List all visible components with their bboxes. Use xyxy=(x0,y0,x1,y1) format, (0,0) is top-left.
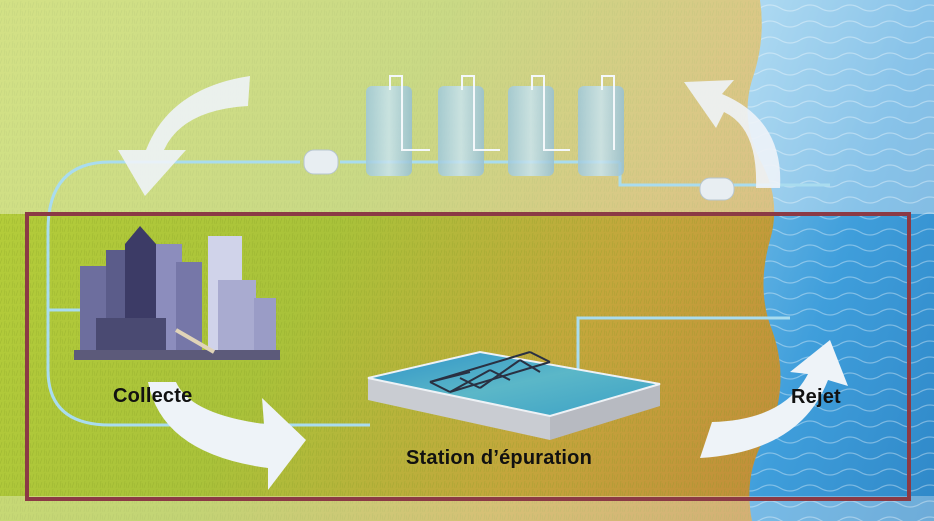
pipe-connector xyxy=(303,149,735,201)
arrow-collect-to-station xyxy=(148,382,306,490)
arrow-upper-right xyxy=(684,80,781,188)
collect-label: Collecte xyxy=(113,385,193,407)
city-buildings xyxy=(74,226,280,360)
storage-tanks xyxy=(366,75,624,176)
water-waves xyxy=(747,0,934,521)
station-label: Station d’épuration xyxy=(406,447,593,469)
treatment-pool xyxy=(367,350,661,440)
arrow-upper-left xyxy=(118,76,250,196)
discharge-label: Rejet xyxy=(791,386,841,408)
arrow-station-to-discharge xyxy=(700,340,848,458)
focus-frame xyxy=(25,212,911,501)
